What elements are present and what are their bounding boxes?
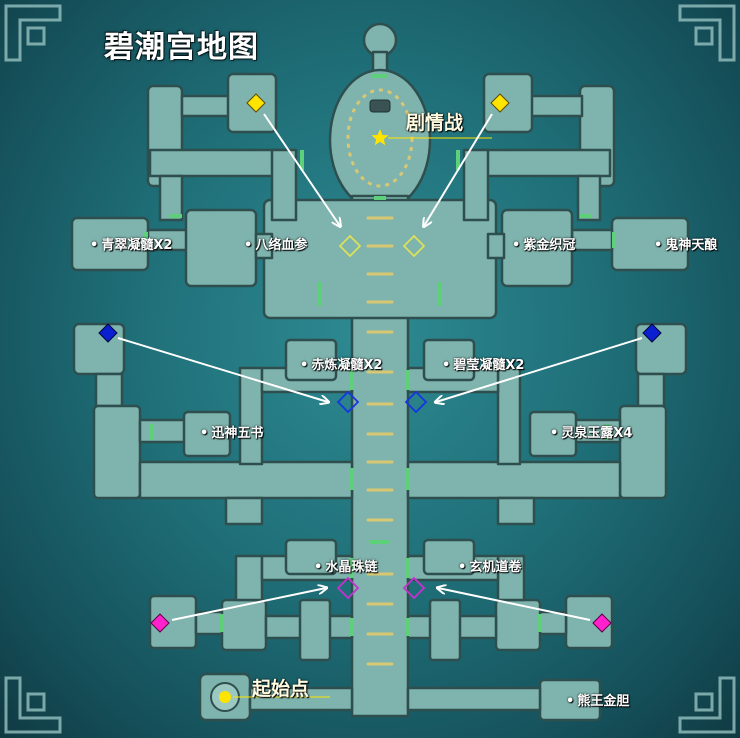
arrow-magenta-left [171,588,326,621]
stairs [366,216,394,666]
yellow-marker-right-diamond-icon[interactable] [490,93,510,113]
magenta-marker-right-diamond-icon[interactable] [592,613,612,633]
item-label-guishen[interactable]: 鬼神天酿 [654,234,717,253]
yellow-marker-left-diamond-icon[interactable] [246,93,266,113]
arrow-yellow-left [263,113,340,226]
yellow-switch-left-diamond-icon[interactable] [338,234,362,258]
blue-marker-left-diamond-icon[interactable] [98,323,118,343]
altar-icon [369,99,391,113]
item-label-biying[interactable]: 碧莹凝髓X2 [442,354,524,373]
markers [98,93,662,633]
circle-icon[interactable] [219,691,231,703]
item-label-baluo[interactable]: 八络血参 [244,234,307,253]
map-title: 碧潮宫地图 [104,30,259,65]
start-point-label: 起始点 [252,678,310,700]
guide-arrows [117,113,643,621]
arrow-yellow-right [424,113,493,226]
arrow-blue-left [117,337,328,402]
item-label-shuijing[interactable]: 水晶珠链 [314,556,377,575]
blue-switch-right-diamond-icon[interactable] [404,390,428,414]
blue-switch-left-diamond-icon[interactable] [336,390,360,414]
arrow-magenta-right [438,588,591,621]
arrow-blue-right [436,337,643,402]
story-battle-label: 剧情战 [406,112,464,134]
corner-ornaments [4,4,736,734]
item-label-zijin[interactable]: 紫金织冠 [512,234,575,253]
item-label-qingcui[interactable]: 青翠凝髓X2 [90,234,172,253]
magenta-switch-right-diamond-icon[interactable] [402,576,426,600]
magenta-switch-left-diamond-icon[interactable] [336,576,360,600]
item-label-xunshen[interactable]: 迅神五书 [200,422,263,441]
star-icon[interactable] [371,129,389,146]
item-label-xiongwang[interactable]: 熊王金胆 [566,690,629,709]
magenta-marker-left-diamond-icon[interactable] [150,613,170,633]
item-label-xuanji[interactable]: 玄机道卷 [458,556,521,575]
yellow-switch-right-diamond-icon[interactable] [402,234,426,258]
switches [336,234,428,600]
item-label-lingquan[interactable]: 灵泉玉露X4 [550,422,632,441]
blue-marker-right-diamond-icon[interactable] [642,323,662,343]
item-label-chilian[interactable]: 赤炼凝髓X2 [300,354,382,373]
